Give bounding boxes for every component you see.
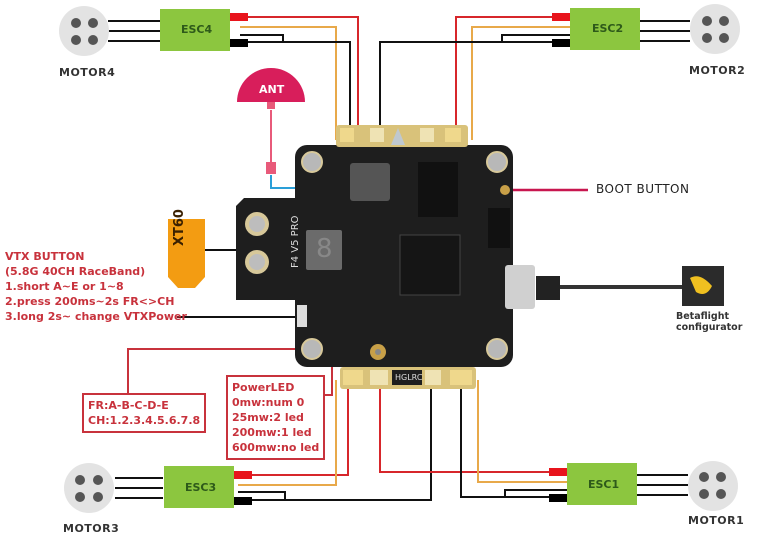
power-led-title: PowerLED <box>232 381 295 394</box>
esc3-label: ESC3 <box>185 481 217 494</box>
esc2-label: ESC2 <box>592 22 624 35</box>
esc2-module <box>552 8 640 50</box>
betaflight-line2: configurator <box>676 322 743 333</box>
xt60-connector <box>168 219 205 288</box>
vtx-note-line: (5.8G 40CH RaceBand) <box>5 265 146 278</box>
board-name: F4 V5 PRO <box>290 215 301 268</box>
vtx-note-line: 1.short A~E or 1~8 <box>5 280 124 293</box>
vtx-button-notes: VTX BUTTON (5.8G 40CH RaceBand) 1.short … <box>5 249 187 324</box>
esc3-signal-wire <box>238 380 337 486</box>
board-brand: HGLRC <box>395 373 423 382</box>
betaflight-label: Betaflight configurator <box>676 311 742 333</box>
power-led-box: PowerLED 0mw:num 0 25mw:2 led 200mw:1 le… <box>226 375 326 460</box>
esc2-power-wire <box>455 16 553 135</box>
esc4-power-wire <box>245 16 359 135</box>
boot-button-label: BOOT BUTTON <box>596 182 690 196</box>
esc1-module <box>549 463 637 505</box>
xt60-label: XT60 <box>172 209 187 246</box>
power-led-line: 0mw:num 0 <box>232 396 305 409</box>
esc3-module <box>164 466 252 508</box>
esc2-ground-wire <box>379 34 570 140</box>
flight-controller-board <box>236 125 560 389</box>
betaflight-line1: Betaflight <box>676 311 730 322</box>
display-digit: 8 <box>316 234 333 264</box>
motor1-label: MOTOR1 <box>688 514 745 527</box>
vtx-note-title: VTX BUTTON <box>5 250 85 263</box>
fr-line: FR:A-B-C-D-E <box>88 399 169 412</box>
esc1-label: ESC1 <box>588 478 620 491</box>
motor1 <box>688 461 738 511</box>
motor3-label: MOTOR3 <box>63 522 120 535</box>
esc2-signal-wire <box>471 26 570 140</box>
betaflight-logo-icon <box>682 266 724 306</box>
ch-line: CH:1.2.3.4.5.6.7.8 <box>88 414 201 427</box>
esc4-module <box>160 9 248 51</box>
power-led-line: 200mw:1 led <box>232 426 312 439</box>
antenna-label: ANT <box>259 83 285 96</box>
led-digit-display <box>306 230 342 270</box>
vtx-note-line: 3.long 2s~ change VTXPower <box>5 310 187 323</box>
motor2-label: MOTOR2 <box>689 64 746 77</box>
antenna <box>237 68 305 174</box>
esc3-power-wire <box>250 385 349 476</box>
power-led-line: 600mw:no led <box>232 441 320 454</box>
esc4-label: ESC4 <box>181 23 213 36</box>
motor2 <box>690 4 740 54</box>
power-led-line: 25mw:2 led <box>232 411 304 424</box>
motor4-label: MOTOR4 <box>59 66 116 79</box>
esc1-power-wire <box>379 385 550 473</box>
motor3 <box>64 463 114 513</box>
motor4 <box>59 6 109 56</box>
vtx-button <box>297 305 307 327</box>
esc4-signal-wire <box>240 26 337 140</box>
esc1-signal-wire <box>477 380 568 483</box>
vtx-note-line: 2.press 200ms~2s FR<>CH <box>5 295 175 308</box>
fr-ch-box: FR:A-B-C-D-E CH:1.2.3.4.5.6.7.8 <box>82 393 207 433</box>
